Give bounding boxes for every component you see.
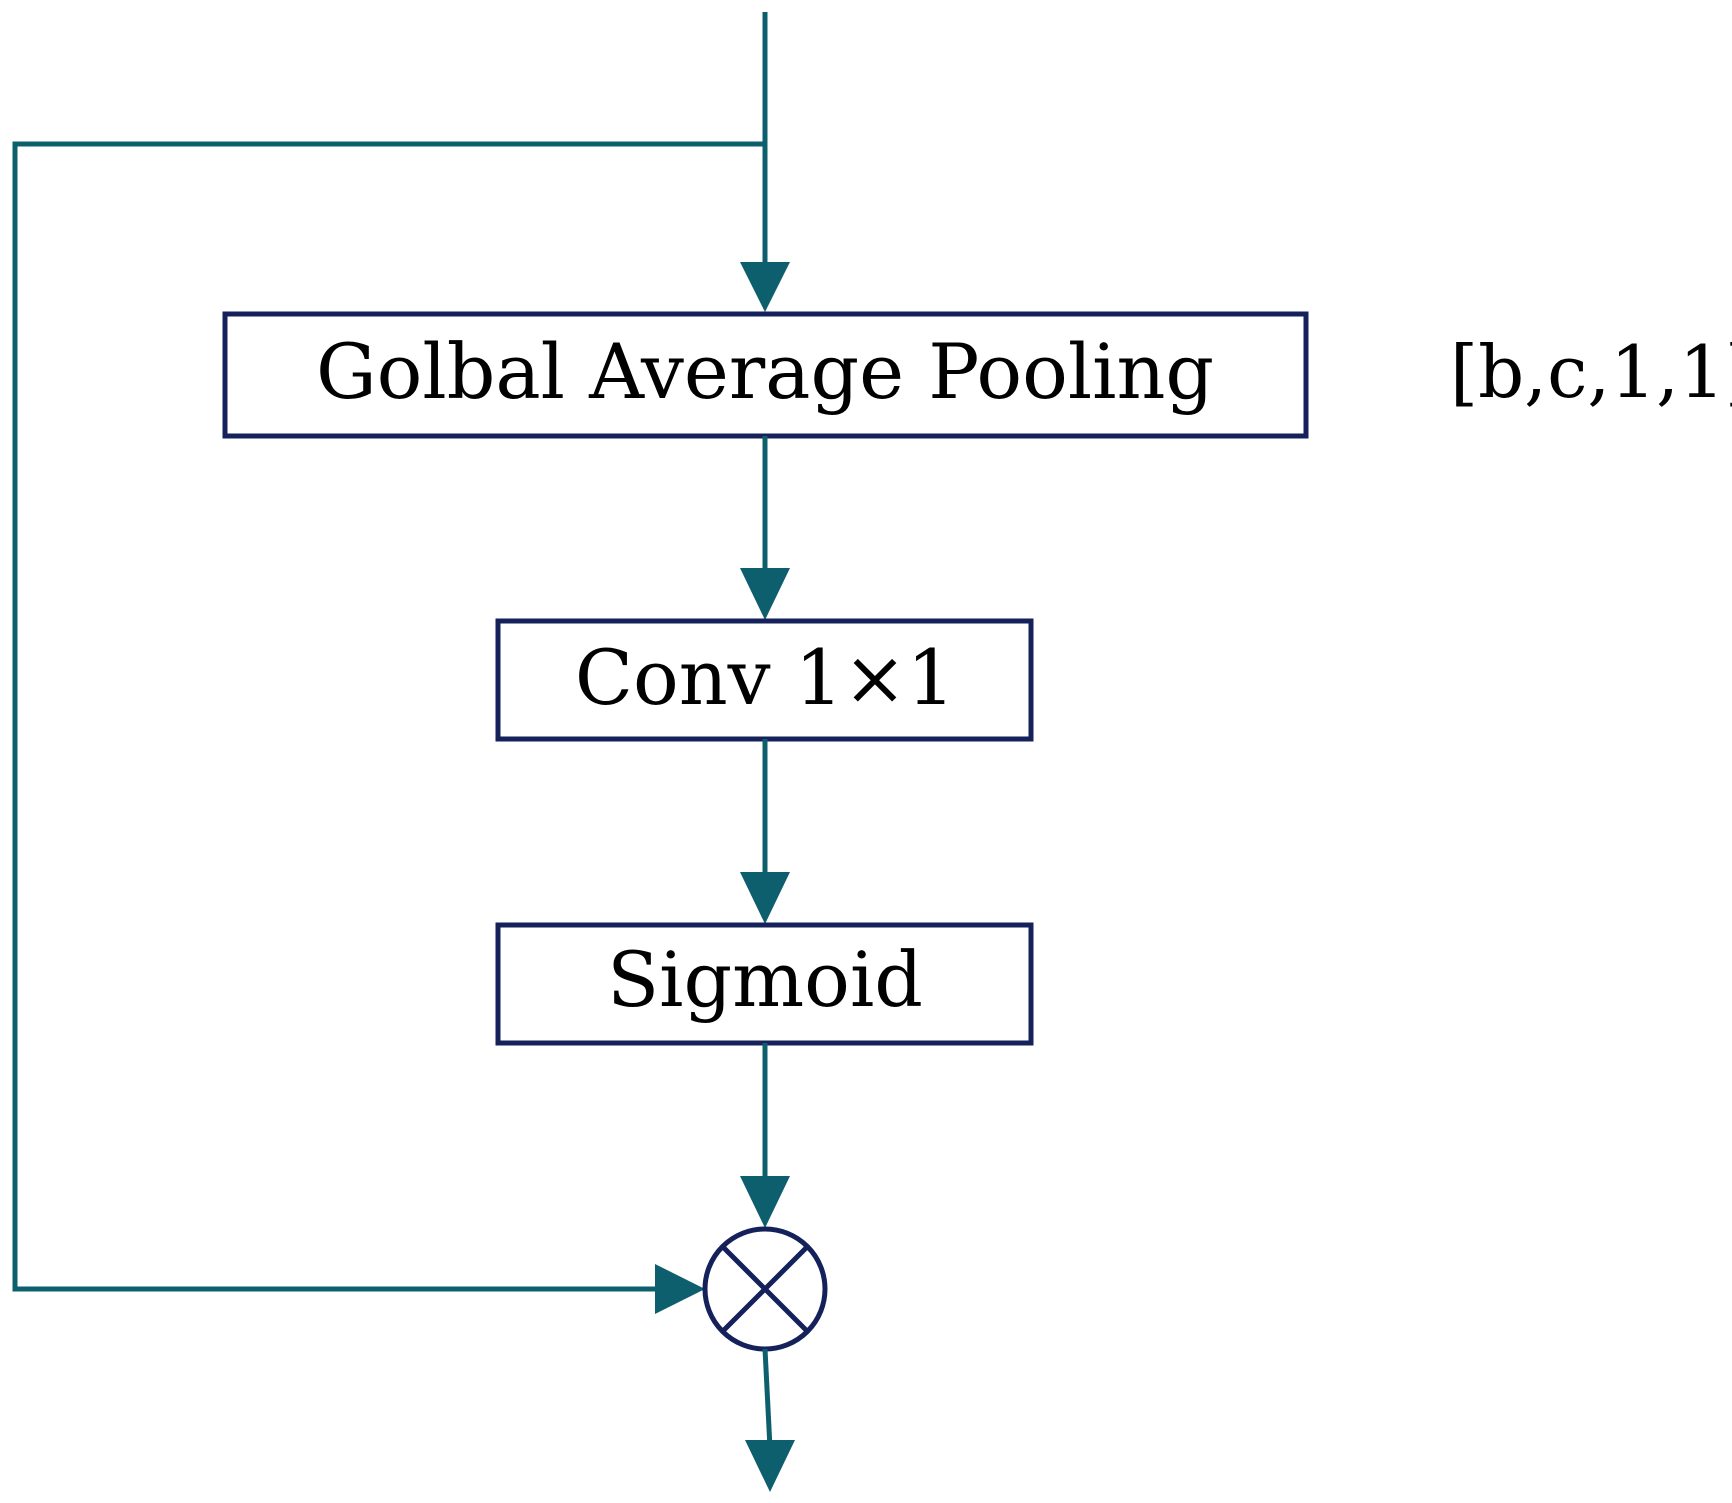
gap-shape-annotation: [b,c,1,1] [1450, 330, 1732, 414]
arrow-into-sigmoid [740, 872, 790, 924]
conv-box [495, 618, 1034, 742]
arrow-skip-into-multiply [655, 1264, 705, 1314]
gap-label: Golbal Average Pooling [316, 327, 1214, 416]
arrow-into-multiply [740, 1176, 790, 1228]
skip-connection [12, 141, 765, 1292]
gap-box [222, 311, 1309, 439]
arrow-into-conv [740, 568, 790, 620]
arrow-into-gap [740, 262, 790, 312]
output-line [762, 1348, 773, 1449]
conv-label: Conv 1×1 [575, 633, 955, 722]
sigmoid-box [495, 922, 1034, 1046]
arrow-output [745, 1440, 795, 1492]
multiply-circle-icon [702, 1226, 828, 1352]
sigmoid-label: Sigmoid [607, 935, 923, 1024]
